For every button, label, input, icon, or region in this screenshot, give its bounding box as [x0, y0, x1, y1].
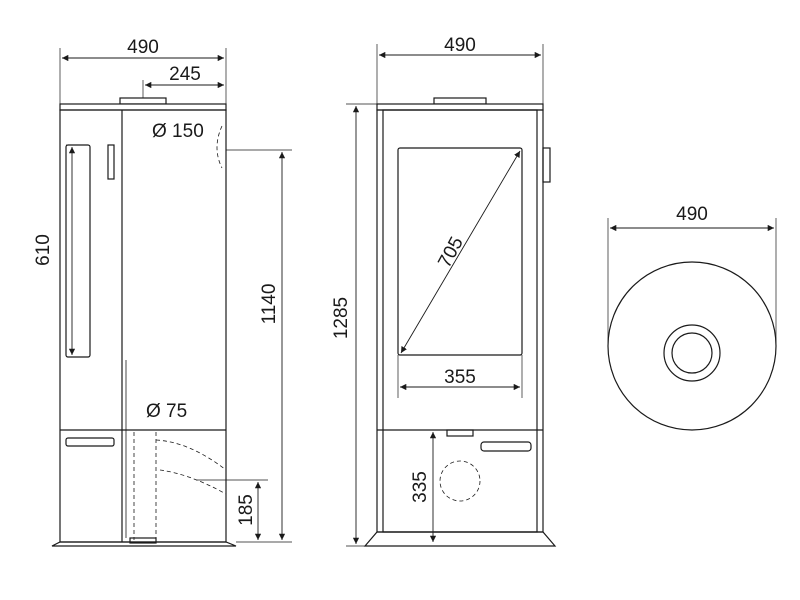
top-flue-outer [663, 324, 721, 382]
top-view [607, 261, 777, 431]
dim-glass-width: 355 [444, 367, 476, 388]
dim-glass-diagonal: 705 [434, 233, 467, 271]
side-drawer-handle [65, 437, 115, 447]
dim-front-inlet-height: 335 [410, 471, 431, 503]
front-flue-collar [433, 97, 487, 105]
side-air-inlet-collar [129, 537, 157, 544]
top-dimensions: 490 [607, 204, 777, 346]
front-glass [397, 147, 523, 356]
front-view [363, 97, 557, 547]
side-flue-outlet [216, 125, 223, 169]
dim-total-height: 1285 [331, 297, 352, 339]
dim-air-inlet-height: 185 [236, 494, 257, 526]
side-body-outline [59, 109, 227, 543]
front-drawer-handle [480, 441, 532, 452]
dim-side-half-width: 245 [169, 64, 201, 85]
dim-side-width: 490 [127, 37, 159, 58]
side-air-pipe [133, 432, 157, 540]
front-door-frame [382, 109, 538, 533]
side-window [65, 144, 91, 358]
dim-flue-top-diameter: Ø 150 [152, 121, 204, 142]
top-body-circle [607, 261, 777, 431]
side-door-handle [107, 144, 115, 180]
front-top-plate [376, 103, 544, 111]
dim-top-diameter: 490 [676, 204, 708, 225]
front-door-handle [542, 147, 551, 183]
side-air-channel [155, 439, 227, 495]
front-base-plinth [363, 531, 557, 547]
side-flue-collar [119, 97, 167, 105]
side-top-plate [59, 103, 227, 111]
side-view [51, 97, 237, 547]
front-dimensions: 490 1285 705 355 335 [331, 35, 544, 547]
front-vent-slot [446, 429, 474, 437]
dim-flue-center-height: 1140 [259, 284, 280, 325]
side-dimensions: 490 245 Ø 150 610 1140 Ø 75 185 [33, 37, 292, 543]
dim-side-window-height: 610 [33, 234, 54, 266]
dim-front-width: 490 [444, 35, 476, 56]
front-air-inlet [439, 460, 481, 502]
top-flue-inner [671, 332, 713, 374]
dim-air-inlet-diameter: Ø 75 [146, 401, 187, 422]
front-body-outline [376, 109, 544, 533]
side-base-plinth [51, 541, 237, 547]
